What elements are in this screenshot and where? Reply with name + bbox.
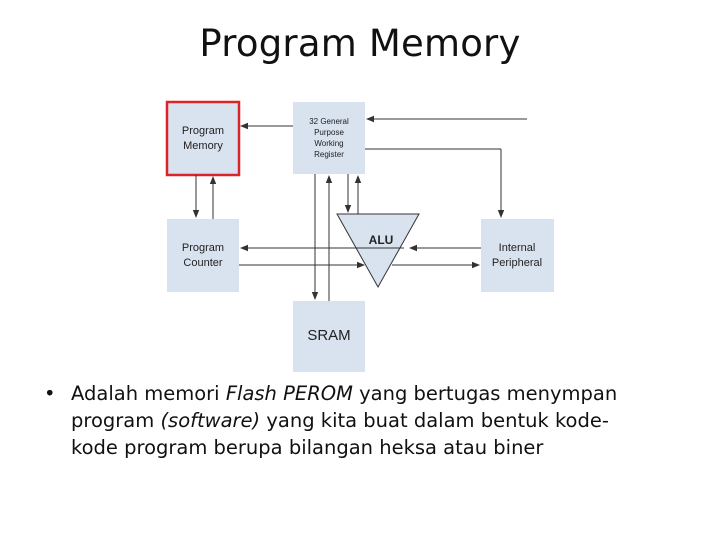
registers-label-1: 32 General <box>309 117 349 126</box>
page-title: Program Memory <box>199 22 521 65</box>
bullet-line-2-italic: (software) <box>160 409 261 432</box>
program-counter-box: Program Counter <box>167 219 239 292</box>
bullet-line-2-a: program <box>71 409 161 432</box>
internal-peripheral-label-1: Internal <box>499 242 536 254</box>
alu-triangle: ALU <box>336 213 420 289</box>
sram-label: SRAM <box>307 327 350 344</box>
bullet-line-2-b: yang kita buat dalam bentuk kode- <box>260 409 609 432</box>
program-memory-box: Program Memory <box>165 100 241 177</box>
registers-rect <box>293 102 365 174</box>
program-counter-rect <box>167 219 239 292</box>
internal-peripheral-box: Internal Peripheral <box>481 219 554 292</box>
sram-box: SRAM <box>293 301 365 372</box>
bullet-line-1: Adalah memori Flash PEROM yang bertugas … <box>71 380 684 407</box>
program-counter-label-2: Counter <box>183 257 222 269</box>
sram-rect <box>293 301 365 372</box>
registers-box: 32 General Purpose Working Register <box>293 102 365 174</box>
internal-peripheral-rect <box>481 219 554 292</box>
registers-label-2: Purpose <box>314 128 344 137</box>
program-memory-rect <box>165 100 241 177</box>
bullet-line-2: program (software) yang kita buat dalam … <box>71 407 684 434</box>
bullet-point: • Adalah memori Flash PEROM yang bertuga… <box>44 380 684 461</box>
registers-label-4: Register <box>314 150 344 159</box>
bullet-line-1-b: yang bertugas menympan <box>352 382 618 405</box>
alu-label: ALU <box>369 233 394 247</box>
alu-shape <box>336 213 420 289</box>
bullet-line-1-italic: Flash PEROM <box>225 382 353 405</box>
internal-peripheral-label-2: Peripheral <box>492 257 542 269</box>
program-memory-label-1: Program <box>182 125 224 137</box>
bullet-dot-icon: • <box>44 382 56 405</box>
program-counter-label-1: Program <box>182 242 224 254</box>
arrows <box>192 115 527 301</box>
bullet-text: Adalah memori Flash PEROM yang bertugas … <box>71 380 684 461</box>
program-memory-label-2: Memory <box>183 140 223 152</box>
bullet-line-1-a: Adalah memori <box>71 382 226 405</box>
bullet-line-3: kode program berupa bilangan heksa atau … <box>71 436 544 459</box>
registers-label-3: Working <box>314 139 343 148</box>
